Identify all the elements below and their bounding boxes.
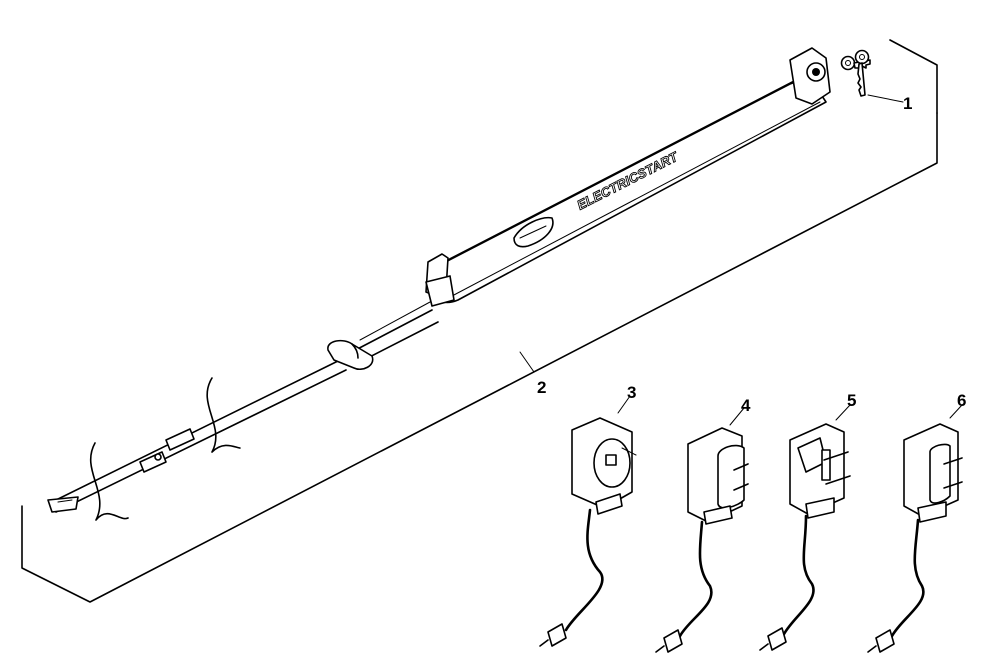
callout-3: 3: [627, 383, 636, 402]
charger-5: [759, 404, 851, 651]
assembly-bracket-frame: [21, 39, 938, 603]
callout-4: 4: [741, 396, 751, 415]
callout-6: 6: [957, 391, 966, 410]
callout-2: 2: [537, 378, 546, 397]
charger-4: [655, 407, 749, 653]
key-set: [840, 49, 904, 103]
callout-1: 1: [903, 94, 912, 113]
charger-3: [539, 395, 637, 647]
battery-tube-assembly: ELECTRICSTART: [47, 47, 831, 521]
charger-6: [867, 404, 963, 653]
callout-5: 5: [847, 391, 856, 410]
